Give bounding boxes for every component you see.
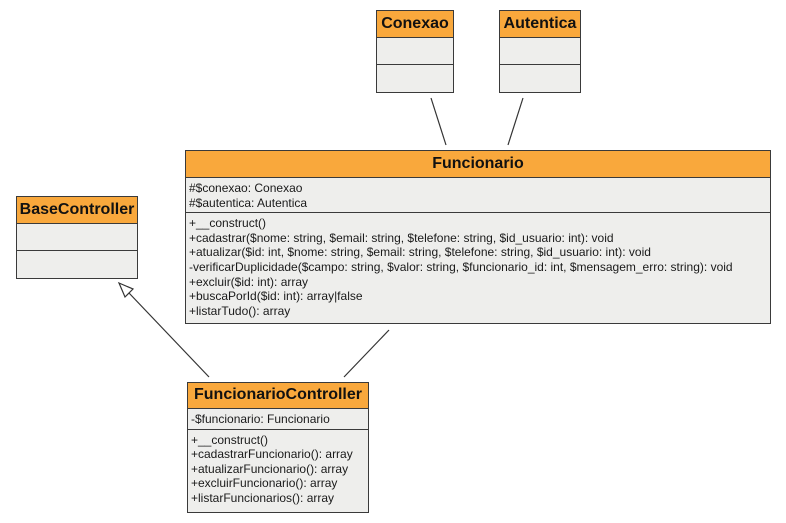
method: +atualizarFuncionario(): array xyxy=(191,461,349,476)
class-funcionario: Funcionario #$conexao: Conexao #$autenti… xyxy=(185,150,771,324)
attribute: -$funcionario: Funcionario xyxy=(191,412,330,426)
class-base-controller: BaseController xyxy=(16,196,138,279)
method: +excluir($id: int): array xyxy=(189,274,309,289)
class-conexao-attributes xyxy=(377,38,453,65)
class-funcionario-methods: +__construct() +cadastrar($nome: string,… xyxy=(186,213,770,320)
method: +listarFuncionarios(): array xyxy=(191,490,335,505)
method: +listarTudo(): array xyxy=(189,303,291,318)
inheritance-line xyxy=(128,292,210,378)
method: +__construct() xyxy=(189,216,267,231)
class-autentica-methods xyxy=(500,65,580,92)
attribute: #$autentica: Autentica xyxy=(189,195,308,210)
method: -verificarDuplicidade($campo: string, $v… xyxy=(189,259,733,274)
class-conexao-title: Conexao xyxy=(377,11,453,38)
attribute: #$conexao: Conexao xyxy=(189,181,303,195)
method: +buscaPorId($id: int): array|false xyxy=(189,289,363,304)
class-conexao: Conexao xyxy=(376,10,454,93)
class-autentica: Autentica xyxy=(499,10,581,93)
class-funcionario-controller-methods: +__construct() +cadastrarFuncionario(): … xyxy=(188,430,368,508)
method: +excluirFuncionario(): array xyxy=(191,476,338,491)
class-conexao-methods xyxy=(377,65,453,92)
association-conexao-funcionario xyxy=(430,97,447,146)
class-funcionario-controller-attributes: -$funcionario: Funcionario xyxy=(188,409,368,430)
method: +__construct() xyxy=(191,432,269,447)
class-base-controller-attributes xyxy=(17,224,137,251)
method: +cadastrarFuncionario(): array xyxy=(191,447,353,462)
class-funcionario-title: Funcionario xyxy=(186,151,770,178)
class-base-controller-title: BaseController xyxy=(17,197,137,224)
association-funcionario-controller xyxy=(343,329,390,378)
class-autentica-attributes xyxy=(500,38,580,65)
class-funcionario-controller-title: FuncionarioController xyxy=(188,383,368,409)
inheritance-arrowhead xyxy=(117,281,135,299)
class-base-controller-methods xyxy=(17,251,137,278)
class-autentica-title: Autentica xyxy=(500,11,580,38)
method: +cadastrar($nome: string, $email: string… xyxy=(189,230,614,245)
class-funcionario-attributes: #$conexao: Conexao #$autentica: Autentic… xyxy=(186,178,770,214)
method: +atualizar($id: int, $nome: string, $ema… xyxy=(189,245,651,260)
association-autentica-funcionario xyxy=(507,97,524,146)
class-funcionario-controller: FuncionarioController -$funcionario: Fun… xyxy=(187,382,369,513)
